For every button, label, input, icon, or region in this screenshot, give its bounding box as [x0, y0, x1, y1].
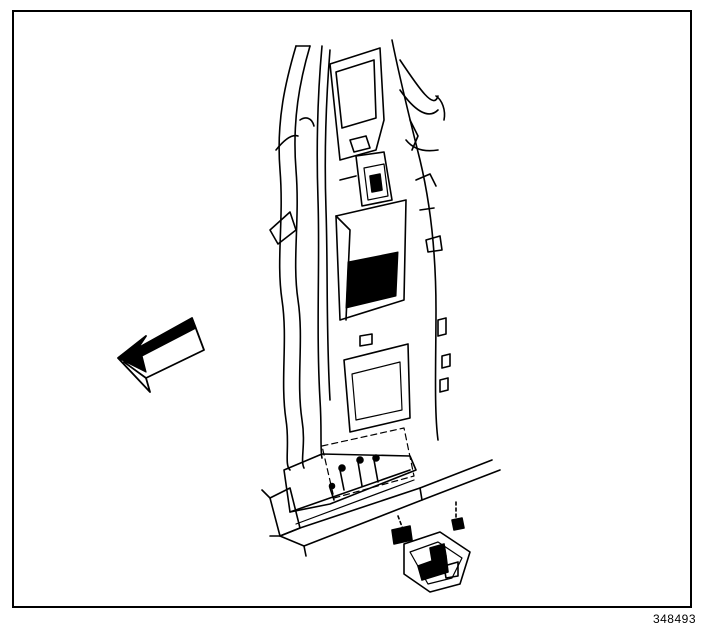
inner-body-panel	[391, 39, 451, 441]
upper-hinge-opening	[329, 47, 393, 207]
detached-hinge-assembly	[391, 501, 471, 593]
arrow-forward-icon	[117, 317, 205, 393]
diagram-frame	[12, 10, 692, 608]
trim-edge-lines	[261, 489, 281, 537]
figure-id-label: 348493	[652, 612, 696, 626]
lower-hinge-location-outline	[321, 427, 415, 499]
center-pillar-openings	[335, 199, 411, 433]
rocker-sill-panel	[269, 453, 501, 557]
pillar-outer-shell	[269, 45, 331, 471]
hinge-bolts	[328, 454, 380, 501]
